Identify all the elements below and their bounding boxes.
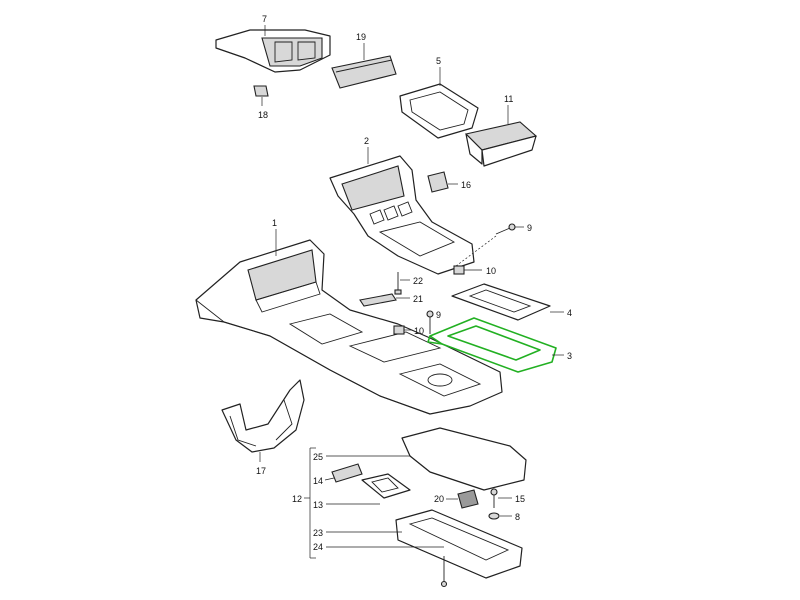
callout-20: 20 xyxy=(434,494,458,504)
part-16-switch[interactable] xyxy=(427,171,449,193)
svg-text:3: 3 xyxy=(567,351,572,361)
part-2-upper-console-frame[interactable] xyxy=(329,155,475,275)
part-5-shift-surround[interactable] xyxy=(399,83,479,139)
part-10-clip-upper[interactable] xyxy=(453,265,465,275)
callout-4: 4 xyxy=(550,308,572,318)
callout-21: 21 xyxy=(396,294,423,304)
group-12-bracket: 12 xyxy=(292,447,316,559)
svg-text:24: 24 xyxy=(313,542,323,552)
callout-23: 23 xyxy=(313,528,402,538)
part-8-washer[interactable] xyxy=(488,512,500,520)
svg-text:23: 23 xyxy=(313,528,323,538)
svg-text:17: 17 xyxy=(256,466,266,476)
svg-text:20: 20 xyxy=(434,494,444,504)
part-3-highlighted-frame[interactable] xyxy=(427,317,557,373)
callout-24: 24 xyxy=(313,542,444,552)
svg-text:2: 2 xyxy=(364,136,369,146)
svg-text:19: 19 xyxy=(356,32,366,42)
svg-text:22: 22 xyxy=(413,276,423,286)
callout-9-upper: 9 xyxy=(455,223,532,267)
part-22-pin[interactable] xyxy=(394,272,402,295)
callout-10-lower: 10 xyxy=(404,326,424,336)
callout-10-upper: 10 xyxy=(464,266,496,276)
callout-13: 13 xyxy=(313,500,380,510)
part-11-storage-box[interactable] xyxy=(464,121,538,167)
callout-17: 17 xyxy=(256,452,266,476)
svg-text:1: 1 xyxy=(272,218,277,228)
part-10-clip-lower[interactable] xyxy=(393,325,405,335)
svg-text:11: 11 xyxy=(504,94,513,104)
svg-text:9: 9 xyxy=(527,223,532,233)
svg-text:4: 4 xyxy=(567,308,572,318)
part-9-screw-upper[interactable] xyxy=(495,223,516,235)
svg-text:14: 14 xyxy=(313,476,323,486)
part-19-cover-plate[interactable] xyxy=(331,55,397,89)
svg-text:8: 8 xyxy=(515,512,520,522)
svg-text:21: 21 xyxy=(413,294,423,304)
part-24-screw[interactable] xyxy=(440,556,448,588)
part-17-mounting-bracket[interactable] xyxy=(221,379,305,453)
callout-22: 22 xyxy=(400,276,423,286)
part-20-latch[interactable] xyxy=(457,489,479,509)
callout-5: 5 xyxy=(436,56,441,86)
part-14-hinge-plate[interactable] xyxy=(331,463,363,483)
part-4-trim-plate[interactable] xyxy=(451,283,551,321)
svg-text:25: 25 xyxy=(313,452,323,462)
callout-19: 19 xyxy=(356,32,366,60)
callout-2: 2 xyxy=(364,136,369,164)
svg-text:10: 10 xyxy=(486,266,496,276)
callout-8: 8 xyxy=(500,512,520,522)
svg-text:5: 5 xyxy=(436,56,441,66)
part-1-center-console[interactable] xyxy=(195,239,503,415)
callout-16: 16 xyxy=(448,180,471,190)
svg-text:18: 18 xyxy=(258,110,268,120)
svg-text:7: 7 xyxy=(262,14,267,24)
callout-15: 15 xyxy=(498,494,525,504)
svg-text:10: 10 xyxy=(414,326,424,336)
callout-9-lower: 9 xyxy=(436,310,441,320)
svg-text:9: 9 xyxy=(436,310,441,320)
callout-11: 11 xyxy=(504,94,513,124)
svg-text:13: 13 xyxy=(313,500,323,510)
callout-18: 18 xyxy=(258,97,268,120)
part-21-bracket[interactable] xyxy=(359,293,397,307)
svg-text:16: 16 xyxy=(461,180,471,190)
part-25-armrest-lid[interactable] xyxy=(401,427,527,491)
part-23-storage-tray[interactable] xyxy=(395,509,523,579)
part-9-screw-lower[interactable] xyxy=(426,310,434,334)
part-13-latch-bracket[interactable] xyxy=(361,473,411,499)
callout-25: 25 xyxy=(313,452,410,462)
svg-text:12: 12 xyxy=(292,494,302,504)
callout-1: 1 xyxy=(272,218,277,256)
callout-3: 3 xyxy=(552,351,572,361)
callout-14: 14 xyxy=(313,476,335,486)
part-18-clip[interactable] xyxy=(253,85,269,97)
part-15-screw[interactable] xyxy=(490,488,498,508)
callout-7: 7 xyxy=(262,14,267,36)
svg-text:15: 15 xyxy=(515,494,525,504)
part-7-front-console-piece[interactable] xyxy=(215,29,331,73)
